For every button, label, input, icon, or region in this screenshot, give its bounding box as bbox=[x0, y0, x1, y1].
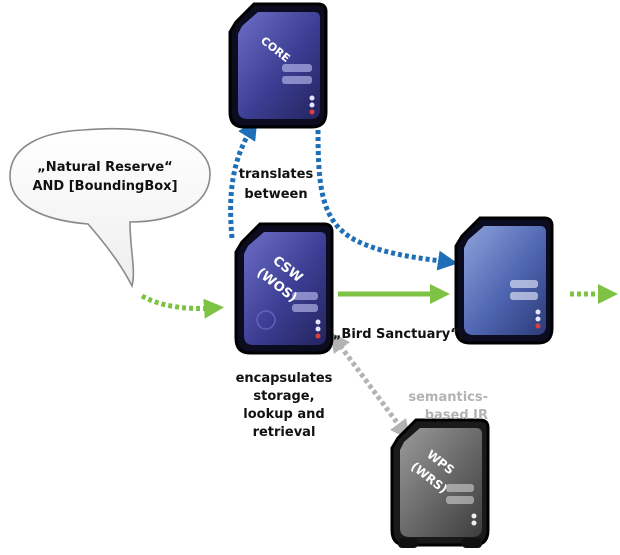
server-icon bbox=[234, 222, 334, 355]
wps-server: WPS (WRS) bbox=[390, 418, 490, 548]
semantics-line-1: semantics- bbox=[408, 390, 488, 405]
semantics-label: semantics- based IR bbox=[408, 390, 488, 423]
encapsulates-line-1: encapsulates bbox=[236, 371, 333, 386]
blue-arrow-csw-to-core bbox=[228, 119, 258, 239]
gray-arrow-csw-wps bbox=[330, 331, 410, 441]
csw-server: CSW (WOS) bbox=[234, 222, 334, 355]
result-server bbox=[454, 216, 554, 345]
translates-line-1: translates bbox=[239, 167, 314, 182]
semantics-line-2: based IR bbox=[425, 408, 488, 423]
query-line-1: „Natural Reserve“ bbox=[37, 160, 172, 175]
query-line-2: AND [BoundingBox] bbox=[32, 179, 177, 194]
green-arrow-query-to-csw bbox=[140, 293, 224, 319]
encapsulates-label: encapsulates storage, lookup and retriev… bbox=[236, 371, 333, 440]
speech-bubble-icon bbox=[9, 127, 211, 289]
encapsulates-line-2: storage, bbox=[253, 389, 314, 404]
core-server: CORE bbox=[228, 2, 328, 129]
translates-label: translates between bbox=[239, 167, 314, 202]
encapsulates-line-4: retrieval bbox=[253, 425, 316, 440]
server-icon bbox=[228, 2, 328, 129]
translates-line-2: between bbox=[244, 187, 307, 202]
server-icon bbox=[454, 216, 554, 345]
speech-bubble: „Natural Reserve“ AND [BoundingBox] bbox=[9, 127, 211, 289]
encapsulates-line-3: lookup and bbox=[243, 407, 324, 422]
server-icon bbox=[390, 418, 490, 548]
blue-arrow-core-to-server bbox=[315, 129, 458, 271]
result-label: „Bird Sanctuary“, ... bbox=[333, 327, 483, 342]
